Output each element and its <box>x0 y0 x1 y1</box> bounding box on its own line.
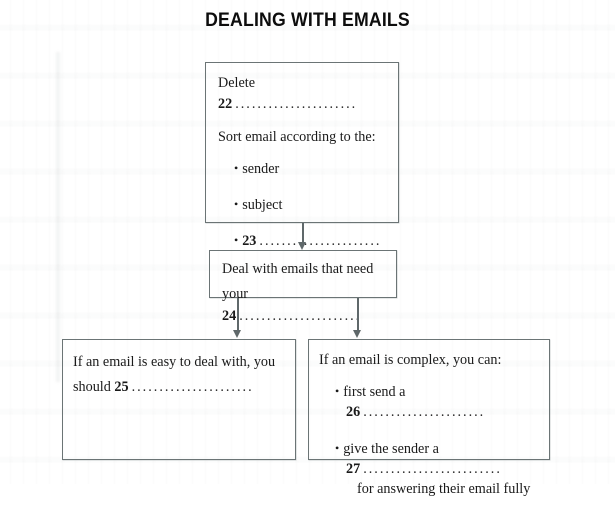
easy-line-2-number: 25 <box>114 379 129 396</box>
deal-with-emails-box: Deal with emails that need your 24......… <box>209 250 397 324</box>
bullet-first-send: •first send a 26...................... <box>319 382 539 422</box>
bullet-give-sender-text: give the sender a <box>343 440 439 457</box>
bullet-dot-icon: • <box>335 440 340 455</box>
bullet-subject-label: subject <box>242 197 283 214</box>
arrow-head-icon <box>298 242 307 250</box>
arrow-head-icon <box>353 330 362 338</box>
deal-line-1: Deal with emails that need <box>222 261 374 277</box>
easy-email-box-content: If an email is easy to deal with, you sh… <box>63 340 295 407</box>
bullet-dot-icon: • <box>335 384 340 399</box>
sort-emails-box-content: Delete 22...................... Sort ema… <box>206 63 398 259</box>
sort-heading: Sort email according to the: <box>218 128 376 145</box>
arrow-stem <box>237 298 239 331</box>
bullet-blank-23-dots: ...................... <box>259 233 382 250</box>
deal-line-2: your 24...................... <box>222 284 384 327</box>
bullet-give-sender-number: 27 <box>346 460 361 477</box>
complex-email-box: If an email is complex, you can: •first … <box>308 339 550 497</box>
bullet-first-send-text: first send a <box>343 384 406 401</box>
bullet-blank-23: •23...................... <box>218 231 386 251</box>
sort-emails-box: Delete 22...................... Sort ema… <box>205 62 399 249</box>
easy-line-1: If an email is easy to deal with, you <box>73 354 276 370</box>
easy-line-2: should 25...................... <box>73 377 285 398</box>
bullet-give-sender: •give the sender a 27...................… <box>319 439 539 499</box>
delete-line: Delete 22...................... <box>218 73 386 116</box>
arrow-head-icon <box>233 330 242 338</box>
bullet-subject: •subject <box>218 195 386 215</box>
deal-line-2-dots: ...................... <box>239 307 362 324</box>
arrow-stem <box>302 223 304 243</box>
easy-line-2-text: should <box>73 379 115 396</box>
complex-heading: If an email is complex, you can: <box>319 352 502 368</box>
arrow-stem <box>357 298 359 331</box>
easy-email-box: If an email is easy to deal with, you sh… <box>62 339 296 460</box>
easy-line-2-dots: ...................... <box>131 379 254 396</box>
deal-line-2-number: 24 <box>222 307 237 324</box>
bullet-first-send-dots: ...................... <box>363 404 486 421</box>
delete-line-dots: ...................... <box>235 96 358 113</box>
bullet-dot-icon: • <box>234 160 239 175</box>
delete-line-text: Delete <box>218 75 256 91</box>
page-title: DEALING WITH EMAILS <box>205 10 410 31</box>
complex-email-box-content: If an email is complex, you can: •first … <box>309 340 549 507</box>
bullet-dot-icon: • <box>234 233 239 248</box>
bullet-blank-23-number: 23 <box>242 233 257 250</box>
bullet-give-sender-dots: ......................... <box>363 460 502 477</box>
deal-line-2-text: your <box>222 286 249 303</box>
bullet-sender-label: sender <box>242 160 280 177</box>
bullet-dot-icon: • <box>234 197 239 212</box>
bullet-give-sender-subline: for answering their email fully <box>357 480 531 497</box>
bullet-sender: •sender <box>218 159 386 179</box>
delete-line-number: 22 <box>218 96 233 113</box>
deal-with-emails-box-content: Deal with emails that need your 24......… <box>210 251 396 333</box>
bullet-first-send-number: 26 <box>346 404 361 421</box>
